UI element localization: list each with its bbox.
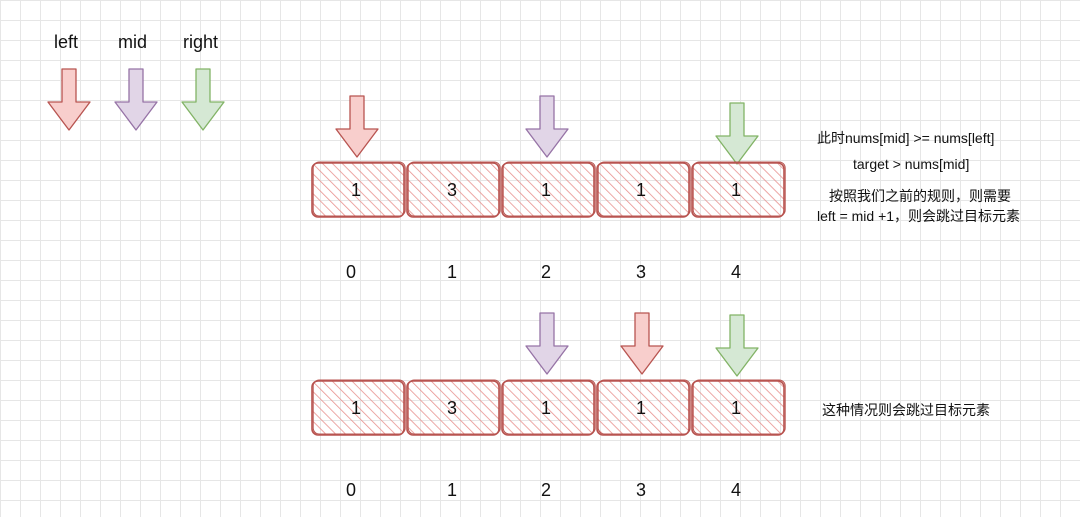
row2-value-2: 1: [541, 398, 552, 418]
row1-value-0: 1: [351, 180, 362, 200]
row2-cell-2: [501, 380, 595, 436]
row1-cell-0: [311, 162, 405, 218]
row2-array: [311, 379, 786, 436]
legend-label-left: left: [54, 32, 79, 52]
row1-pointer-left: [335, 95, 379, 158]
row1-value-3: 1: [636, 180, 647, 200]
row2-value-3: 1: [636, 398, 647, 418]
row1-note-2: target > nums[mid]: [853, 156, 970, 172]
row2-cell-3: [596, 380, 690, 436]
row2-pointer-right: [715, 314, 759, 377]
row1-cell-2: [501, 162, 595, 218]
row1-index-1: 1: [447, 262, 458, 282]
legend-arrow-right: [181, 68, 225, 131]
row1-note-3: 按照我们之前的规则，则需要: [829, 188, 1011, 204]
row2-index-1: 1: [447, 480, 458, 500]
row1-cell-3: [596, 162, 690, 218]
row2-cell-4: [691, 380, 785, 436]
row1-index-4: 4: [731, 262, 742, 282]
row2-pointer-mid: [525, 312, 569, 375]
legend-arrow-mid: [114, 68, 158, 131]
row2-value-0: 1: [351, 398, 362, 418]
row2-cell-1: [406, 380, 500, 436]
row1-index-2: 2: [541, 262, 552, 282]
row1-index-3: 3: [636, 262, 647, 282]
row1-pointer-right: [715, 102, 759, 165]
row1-array: [311, 161, 786, 218]
row1-value-1: 3: [447, 180, 458, 200]
legend-label-mid: mid: [118, 32, 148, 52]
row2-index-2: 2: [541, 480, 552, 500]
row1-pointer-mid: [525, 95, 569, 158]
row2-pointer-left: [620, 312, 664, 375]
row2-index-4: 4: [731, 480, 742, 500]
row1-cell-1: [406, 162, 500, 218]
row1-cell-4: [691, 162, 785, 218]
row2-index-0: 0: [346, 480, 357, 500]
legend-label-right: right: [183, 32, 219, 52]
row2-value-4: 1: [731, 398, 742, 418]
row1-value-4: 1: [731, 180, 742, 200]
row1-note-4: left = mid +1，则会跳过目标元素: [817, 208, 1021, 224]
row1-note-1: 此时nums[mid] >= nums[left]: [817, 130, 995, 146]
row2-value-1: 3: [447, 398, 458, 418]
row1-value-2: 1: [541, 180, 552, 200]
row1-index-0: 0: [346, 262, 357, 282]
row2-note-1: 这种情况则会跳过目标元素: [822, 402, 990, 418]
row2-cell-0: [311, 380, 405, 436]
row2-index-3: 3: [636, 480, 647, 500]
legend-arrow-left: [47, 68, 91, 131]
